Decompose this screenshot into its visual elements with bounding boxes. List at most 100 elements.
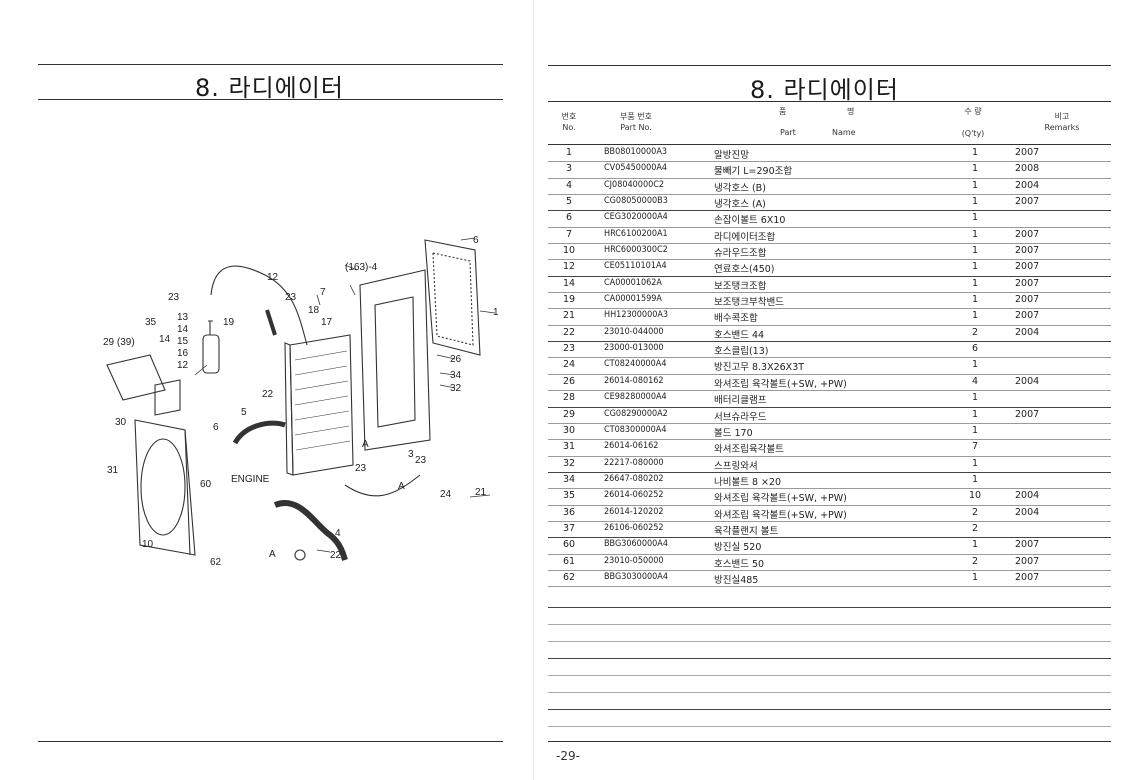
row-remarks: 2007 — [1015, 196, 1040, 208]
row-quantity: 1 — [971, 163, 979, 175]
row-remarks: 2007 — [1015, 277, 1040, 289]
hose-12 — [265, 309, 277, 336]
header-remarks-en: Remarks — [1044, 123, 1080, 132]
title-bottom-rule — [38, 99, 503, 100]
header-remarks-ko: 비고 — [1054, 112, 1070, 121]
callout-34: 34 — [450, 370, 462, 381]
dust-screen — [424, 239, 481, 356]
row-part-name: 서브슈라우드 — [714, 411, 767, 423]
callout-10: 10 — [142, 539, 154, 550]
row-part-name: 나비볼트 8 ×20 — [714, 476, 782, 488]
row-number: 31 — [562, 441, 576, 453]
row-quantity: 1 — [971, 147, 979, 158]
dust-screen-mesh — [432, 252, 474, 346]
row-quantity: 1 — [971, 310, 979, 322]
row-number: 36 — [562, 506, 576, 518]
row-remarks: 2004 — [1015, 506, 1040, 518]
row-part-name: 방진실485 — [714, 574, 759, 586]
header-bottom-rule — [548, 144, 1111, 145]
page-number: -29- — [556, 749, 580, 763]
callout-31: 31 — [107, 465, 119, 476]
row-quantity: 1 — [971, 473, 979, 485]
radiator-fins — [294, 350, 351, 451]
title-bottom-rule-right — [548, 101, 1111, 102]
row-part-number: 26014-06162 — [604, 441, 659, 452]
drain-hose — [344, 474, 421, 497]
row-part-number: BBG3060000A4 — [604, 539, 668, 550]
blank-line — [548, 709, 1111, 710]
row-part-number: 23010-044000 — [604, 326, 664, 337]
header-name-ko-2: 명 — [847, 107, 855, 116]
row-quantity: 2 — [971, 555, 979, 567]
row-quantity: 1 — [971, 261, 979, 273]
row-part-name: 방진고무 8.3X26X3T — [714, 362, 805, 374]
row-remarks: 2004 — [1015, 490, 1040, 502]
callout-23-left: 23 — [168, 292, 180, 303]
blank-line — [548, 607, 1111, 608]
row-part-number: HRC6100200A1 — [604, 228, 668, 239]
row-remarks: 2004 — [1015, 375, 1040, 387]
row-part-name: 와셔조립육각볼트 — [714, 444, 784, 456]
row-quantity: 1 — [971, 228, 979, 240]
row-part-number: 26106-060252 — [604, 522, 664, 533]
row-part-name: 방진실 520 — [714, 542, 762, 554]
shroud-outline — [134, 419, 196, 556]
callout-5: 5 — [241, 407, 247, 418]
row-number: 6 — [565, 212, 573, 224]
row-number: 14 — [562, 277, 576, 289]
row-remarks: 2007 — [1015, 245, 1040, 257]
row-number: 62 — [562, 571, 576, 583]
callout-163-4: (163)-4 — [345, 262, 378, 273]
row-part-number: 23010-050000 — [604, 555, 664, 566]
row-number: 61 — [562, 555, 576, 567]
callout-a2: A — [398, 481, 405, 492]
row-part-name: 손잡이볼트 6X10 — [714, 215, 786, 227]
row-remarks: 2004 — [1015, 326, 1040, 338]
header-no-en: No. — [562, 123, 576, 132]
row-quantity: 2 — [971, 326, 979, 338]
row-part-name: 와셔조립 육각볼트(+SW, +PW) — [714, 378, 847, 390]
callout-19: 19 — [223, 317, 235, 328]
row-part-name: 호스밴드 50 — [714, 558, 765, 570]
row-part-name: 보조탱크조합 — [714, 280, 767, 292]
cooling-hose-a — [232, 420, 286, 445]
title-top-rule — [38, 64, 503, 65]
row-number: 1 — [565, 147, 573, 158]
row-number: 26 — [562, 375, 576, 387]
radiator-core — [289, 334, 354, 476]
row-part-number: 26014-120202 — [604, 506, 664, 517]
row-remarks: 2007 — [1015, 261, 1040, 273]
row-remarks: 2007 — [1015, 228, 1040, 240]
right-bottom-rule — [548, 741, 1111, 742]
right-page: 8. 라디에이터 번호 No. 부품 번호 Part No. 품 명 Part … — [540, 0, 1146, 780]
callout-15: 15 — [177, 336, 189, 347]
row-part-number: BBG3030000A4 — [604, 571, 668, 582]
row-part-name: 호스밴드 44 — [714, 329, 765, 341]
header-part-en: Part No. — [620, 123, 652, 132]
row-remarks: 2004 — [1015, 179, 1040, 191]
row-part-number: CV05450000A4 — [604, 163, 668, 174]
callout-14b: 14 — [159, 334, 171, 345]
callout-1: 1 — [493, 307, 499, 318]
row-remarks: 2007 — [1015, 310, 1040, 322]
row-quantity: 1 — [971, 212, 979, 224]
callout-12: 12 — [267, 272, 279, 283]
row-remarks: 2007 — [1015, 539, 1040, 551]
row-remarks: 2007 — [1015, 571, 1040, 583]
blank-line — [548, 624, 1111, 625]
row-number: 5 — [565, 196, 573, 208]
row-quantity: 1 — [971, 424, 979, 436]
row-quantity: 1 — [971, 539, 979, 551]
callout-23-top: 23 — [285, 292, 297, 303]
callout-4: 4 — [335, 528, 341, 539]
callout-22: 22 — [262, 389, 274, 400]
cooling-hose-b — [273, 500, 348, 561]
